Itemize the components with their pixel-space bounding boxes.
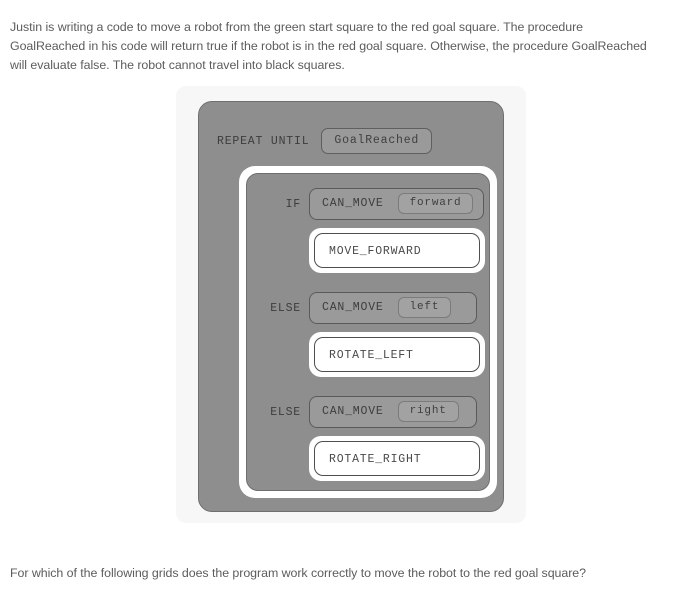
condition-row: ELSE CAN_MOVE left (247, 292, 489, 324)
branch-group-if-forward: IF CAN_MOVE forward MOVE_FORWARD (247, 188, 489, 273)
action-wrapper: ROTATE_RIGHT (309, 436, 485, 481)
action-block-rotate-left: ROTATE_LEFT (314, 337, 480, 372)
if-else-chain-block: IF CAN_MOVE forward MOVE_FORWARD (246, 173, 490, 491)
intro-paragraph: Justin is writing a code to move a robot… (10, 20, 647, 73)
can-move-right-condition: CAN_MOVE right (309, 396, 477, 428)
action-wrapper: MOVE_FORWARD (309, 228, 485, 273)
action-block-rotate-right: ROTATE_RIGHT (314, 441, 480, 476)
code-diagram-card: REPEAT UNTIL GoalReached IF CAN_MOVE for… (176, 86, 526, 523)
can-move-left-condition: CAN_MOVE left (309, 292, 477, 324)
repeat-until-keyword: REPEAT UNTIL (217, 134, 310, 148)
goal-reached-condition-pill: GoalReached (321, 128, 433, 154)
can-move-forward-condition: CAN_MOVE forward (309, 188, 485, 220)
condition-name: CAN_MOVE (322, 197, 384, 210)
branch-keyword-else-2: ELSE (270, 405, 301, 419)
direction-pill-forward: forward (397, 193, 474, 214)
repeat-until-header: REPEAT UNTIL GoalReached (217, 128, 433, 154)
action-wrapper: ROTATE_LEFT (309, 332, 485, 377)
condition-name: CAN_MOVE (322, 301, 384, 314)
action-block-move-forward: MOVE_FORWARD (314, 233, 480, 268)
condition-name: CAN_MOVE (322, 405, 384, 418)
branch-group-else-left: ELSE CAN_MOVE left ROTATE_LEFT (247, 292, 489, 377)
condition-row: IF CAN_MOVE forward (247, 188, 489, 220)
action-label: MOVE_FORWARD (329, 245, 422, 258)
loop-body-wrapper: IF CAN_MOVE forward MOVE_FORWARD (239, 166, 497, 498)
branch-keyword-else-1: ELSE (270, 301, 301, 315)
action-label: ROTATE_RIGHT (329, 453, 422, 466)
branch-group-else-right: ELSE CAN_MOVE right ROTATE_RIGHT (247, 396, 489, 481)
branch-keyword-if: IF (285, 197, 301, 211)
condition-row: ELSE CAN_MOVE right (247, 396, 489, 428)
action-label: ROTATE_LEFT (329, 349, 414, 362)
question-paragraph: For which of the following grids does th… (10, 566, 586, 581)
direction-pill-right: right (397, 401, 459, 422)
direction-pill-left: left (397, 297, 452, 318)
repeat-until-block: REPEAT UNTIL GoalReached IF CAN_MOVE for… (198, 101, 504, 512)
